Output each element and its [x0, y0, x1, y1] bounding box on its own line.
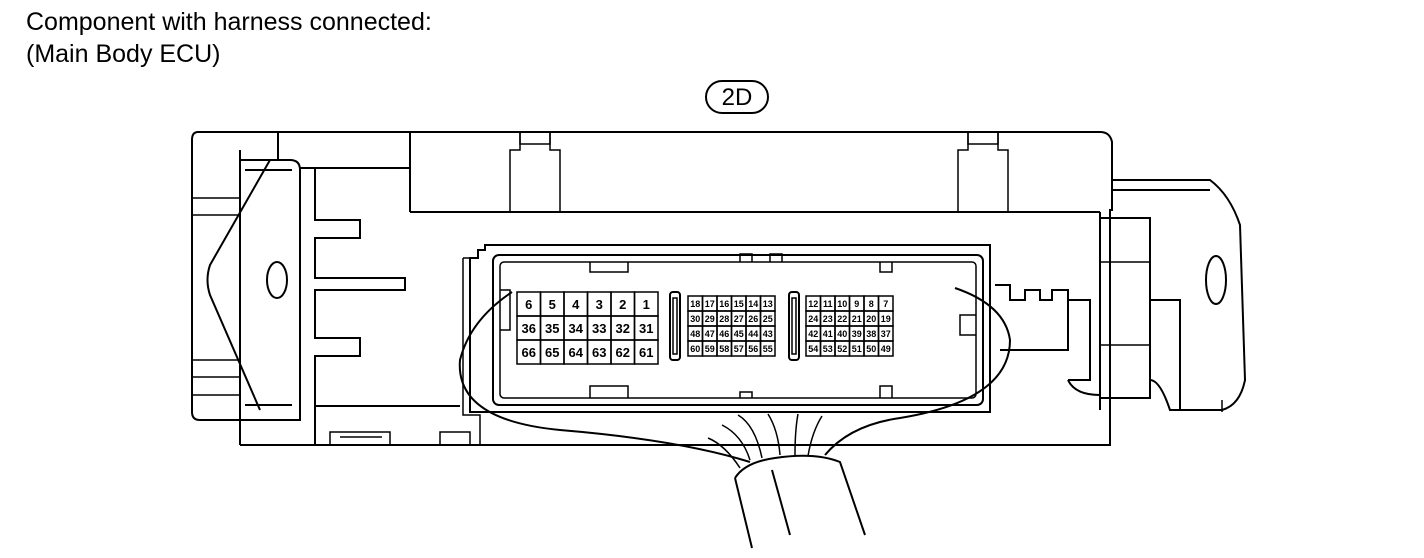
pin-cell — [759, 340, 776, 357]
pin-number-65: 65 — [545, 345, 559, 360]
pin-number-14: 14 — [748, 299, 758, 309]
pin-number-66: 66 — [522, 345, 536, 360]
pin-number-9: 9 — [854, 299, 859, 309]
pin-number-10: 10 — [837, 299, 847, 309]
pin-cell — [877, 340, 894, 357]
connector-label-text: 2D — [722, 84, 753, 111]
pin-number-4: 4 — [572, 297, 580, 312]
pin-number-25: 25 — [763, 314, 773, 324]
pin-number-33: 33 — [592, 321, 606, 336]
pin-number-64: 64 — [569, 345, 584, 360]
pin-number-28: 28 — [719, 314, 729, 324]
pin-number-60: 60 — [690, 344, 700, 354]
connector-label: 2D — [705, 80, 769, 114]
pin-number-38: 38 — [866, 329, 876, 339]
pin-number-61: 61 — [639, 345, 653, 360]
pin-number-55: 55 — [763, 344, 773, 354]
pin-number-41: 41 — [823, 329, 833, 339]
pin-number-62: 62 — [616, 345, 630, 360]
pin-number-8: 8 — [869, 299, 874, 309]
pin-number-63: 63 — [592, 345, 606, 360]
pin-number-24: 24 — [808, 314, 818, 324]
pin-number-40: 40 — [837, 329, 847, 339]
pin-number-49: 49 — [881, 344, 891, 354]
pin-number-45: 45 — [734, 329, 744, 339]
ecu-housing — [191, 131, 1247, 446]
pin-number-30: 30 — [690, 314, 700, 324]
pin-number-50: 50 — [866, 344, 876, 354]
pin-number-2: 2 — [619, 297, 626, 312]
caption-line-1: Component with harness connected: — [26, 8, 432, 36]
pin-number-26: 26 — [748, 314, 758, 324]
pin-number-44: 44 — [748, 329, 758, 339]
pin-number-52: 52 — [837, 344, 847, 354]
wire-harness — [458, 287, 1012, 549]
pin-number-17: 17 — [705, 299, 715, 309]
pin-number-1: 1 — [643, 297, 650, 312]
pin-number-59: 59 — [705, 344, 715, 354]
pin-number-35: 35 — [545, 321, 559, 336]
pin-number-53: 53 — [823, 344, 833, 354]
pin-number-58: 58 — [719, 344, 729, 354]
pin-number-15: 15 — [734, 299, 744, 309]
pin-number-47: 47 — [705, 329, 715, 339]
pin-number-57: 57 — [734, 344, 744, 354]
pin-number-23: 23 — [823, 314, 833, 324]
pin-number-12: 12 — [808, 299, 818, 309]
pin-block-middle: 18 17 16 15 14 13 30 29 28 27 26 25 48 47 46 45 44 43 60 59… — [687, 295, 776, 357]
pin-number-56: 56 — [748, 344, 758, 354]
pin-number-21: 21 — [852, 314, 862, 324]
pin-number-39: 39 — [852, 329, 862, 339]
pin-number-11: 11 — [823, 299, 833, 309]
pin-number-32: 32 — [616, 321, 630, 336]
pin-number-27: 27 — [734, 314, 744, 324]
pin-number-7: 7 — [883, 299, 888, 309]
pin-number-22: 22 — [837, 314, 847, 324]
pin-number-19: 19 — [881, 314, 891, 324]
pin-number-46: 46 — [719, 329, 729, 339]
pin-number-42: 42 — [808, 329, 818, 339]
pin-number-5: 5 — [549, 297, 556, 312]
pin-number-20: 20 — [866, 314, 876, 324]
pin-number-54: 54 — [808, 344, 818, 354]
pin-cell — [633, 339, 659, 365]
pin-number-6: 6 — [525, 297, 532, 312]
pin-number-34: 34 — [569, 321, 584, 336]
diagram-caption: Component with harness connected: (Main … — [26, 6, 432, 70]
pin-number-3: 3 — [596, 297, 603, 312]
pin-number-16: 16 — [719, 299, 729, 309]
pin-number-37: 37 — [881, 329, 891, 339]
caption-line-2: (Main Body ECU) — [26, 40, 221, 68]
pin-number-51: 51 — [852, 344, 862, 354]
connector-shell — [462, 244, 991, 445]
pin-number-18: 18 — [690, 299, 700, 309]
pin-number-31: 31 — [639, 321, 653, 336]
pin-number-43: 43 — [763, 329, 773, 339]
pin-number-13: 13 — [763, 299, 773, 309]
pin-number-29: 29 — [705, 314, 715, 324]
pin-number-48: 48 — [690, 329, 700, 339]
pin-number-36: 36 — [522, 321, 536, 336]
